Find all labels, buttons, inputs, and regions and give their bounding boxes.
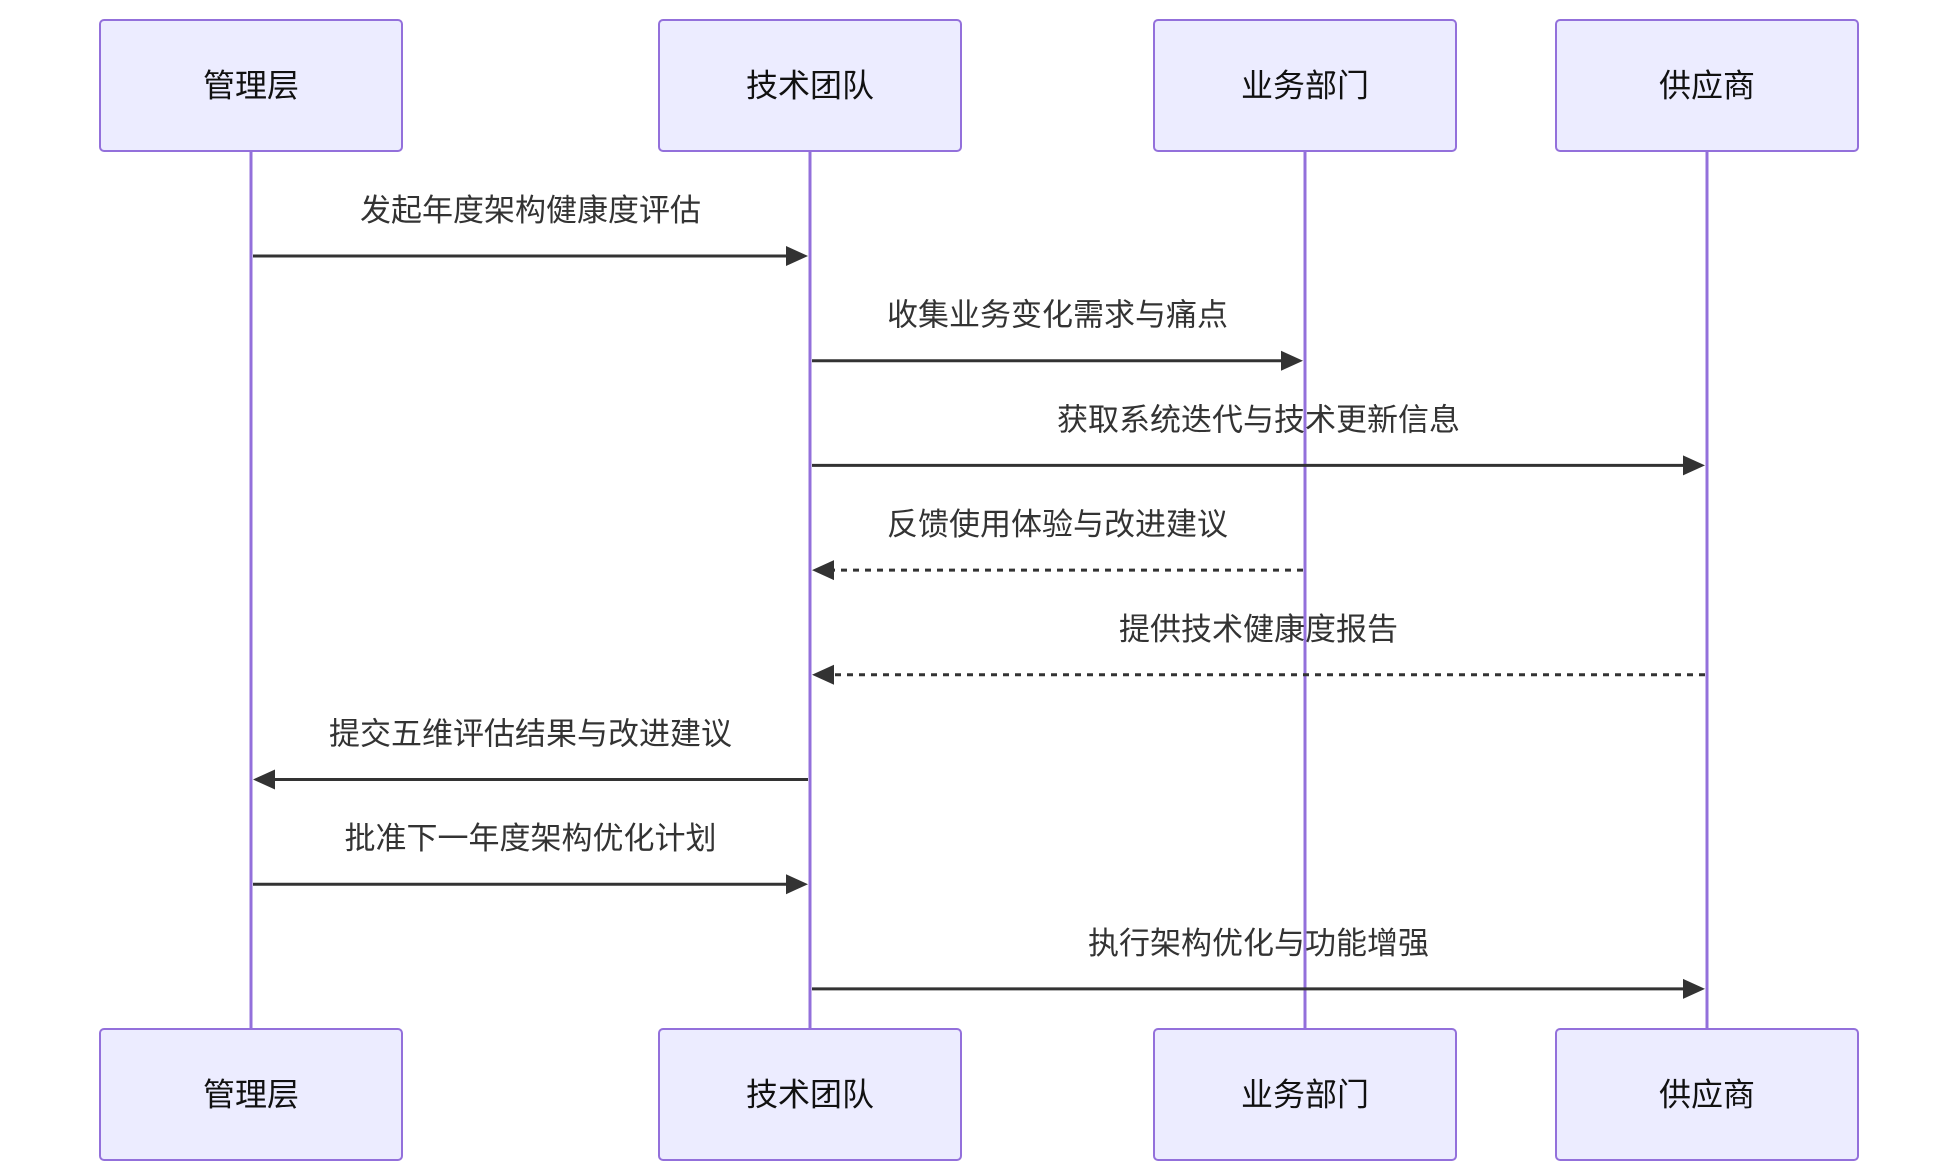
message-label: 获取系统迭代与技术更新信息: [1057, 402, 1460, 438]
message: 获取系统迭代与技术更新信息: [812, 402, 1705, 476]
message-label: 执行架构优化与功能增强: [1088, 926, 1429, 962]
lifelines: [249, 151, 1709, 1029]
arrowhead: [1683, 455, 1705, 476]
message-label: 反馈使用体验与改进建议: [887, 507, 1228, 543]
actor-box: [658, 19, 962, 152]
actor-box: [1153, 19, 1457, 152]
actor-label: 技术团队: [746, 1076, 874, 1114]
actor-tech-bottom: 技术团队: [658, 1028, 962, 1161]
messages: 发起年度架构健康度评估收集业务变化需求与痛点获取系统迭代与技术更新信息反馈使用体…: [253, 193, 1705, 999]
message-label: 提交五维评估结果与改进建议: [329, 717, 732, 753]
actor-vendor-bottom: 供应商: [1555, 1028, 1859, 1161]
arrowhead: [812, 560, 834, 581]
actor-box: [99, 19, 403, 152]
actors-top: 管理层 技术团队 业务部门 供应商: [99, 19, 1859, 152]
actor-mgmt-bottom: 管理层: [99, 1028, 403, 1161]
actor-label: 业务部门: [1241, 1076, 1369, 1114]
message-label: 提供技术健康度报告: [1119, 612, 1398, 648]
actor-box: [1153, 1028, 1457, 1161]
actor-label: 业务部门: [1241, 67, 1369, 105]
message: 发起年度架构健康度评估: [253, 193, 808, 266]
message: 反馈使用体验与改进建议: [812, 507, 1303, 581]
message: 收集业务变化需求与痛点: [812, 298, 1303, 371]
arrowhead: [1683, 978, 1705, 999]
actors-bottom: 管理层 技术团队 业务部门 供应商: [99, 1028, 1859, 1161]
arrowhead: [786, 874, 808, 895]
actor-vendor-top: 供应商: [1555, 19, 1859, 152]
arrowhead: [812, 664, 834, 685]
actor-biz-bottom: 业务部门: [1153, 1028, 1457, 1161]
actor-label: 管理层: [203, 1076, 299, 1114]
message: 批准下一年度架构优化计划: [253, 821, 808, 895]
message: 执行架构优化与功能增强: [812, 926, 1705, 999]
actor-tech-top: 技术团队: [658, 19, 962, 152]
arrowhead: [1281, 350, 1303, 371]
message-label: 收集业务变化需求与痛点: [887, 298, 1228, 334]
message-label: 批准下一年度架构优化计划: [345, 821, 717, 857]
actor-mgmt-top: 管理层: [99, 19, 403, 152]
actor-box: [1555, 1028, 1859, 1161]
message-label: 发起年度架构健康度评估: [360, 193, 701, 229]
arrowhead: [253, 769, 275, 790]
message: 提供技术健康度报告: [812, 612, 1705, 685]
message: 提交五维评估结果与改进建议: [253, 717, 808, 790]
actor-label: 管理层: [203, 67, 299, 105]
actor-label: 供应商: [1659, 67, 1755, 105]
actor-box: [658, 1028, 962, 1161]
arrowhead: [786, 246, 808, 266]
actor-biz-top: 业务部门: [1153, 19, 1457, 152]
actor-label: 技术团队: [746, 67, 874, 105]
actor-box: [1555, 19, 1859, 152]
actor-box: [99, 1028, 403, 1161]
actor-label: 供应商: [1659, 1076, 1755, 1114]
